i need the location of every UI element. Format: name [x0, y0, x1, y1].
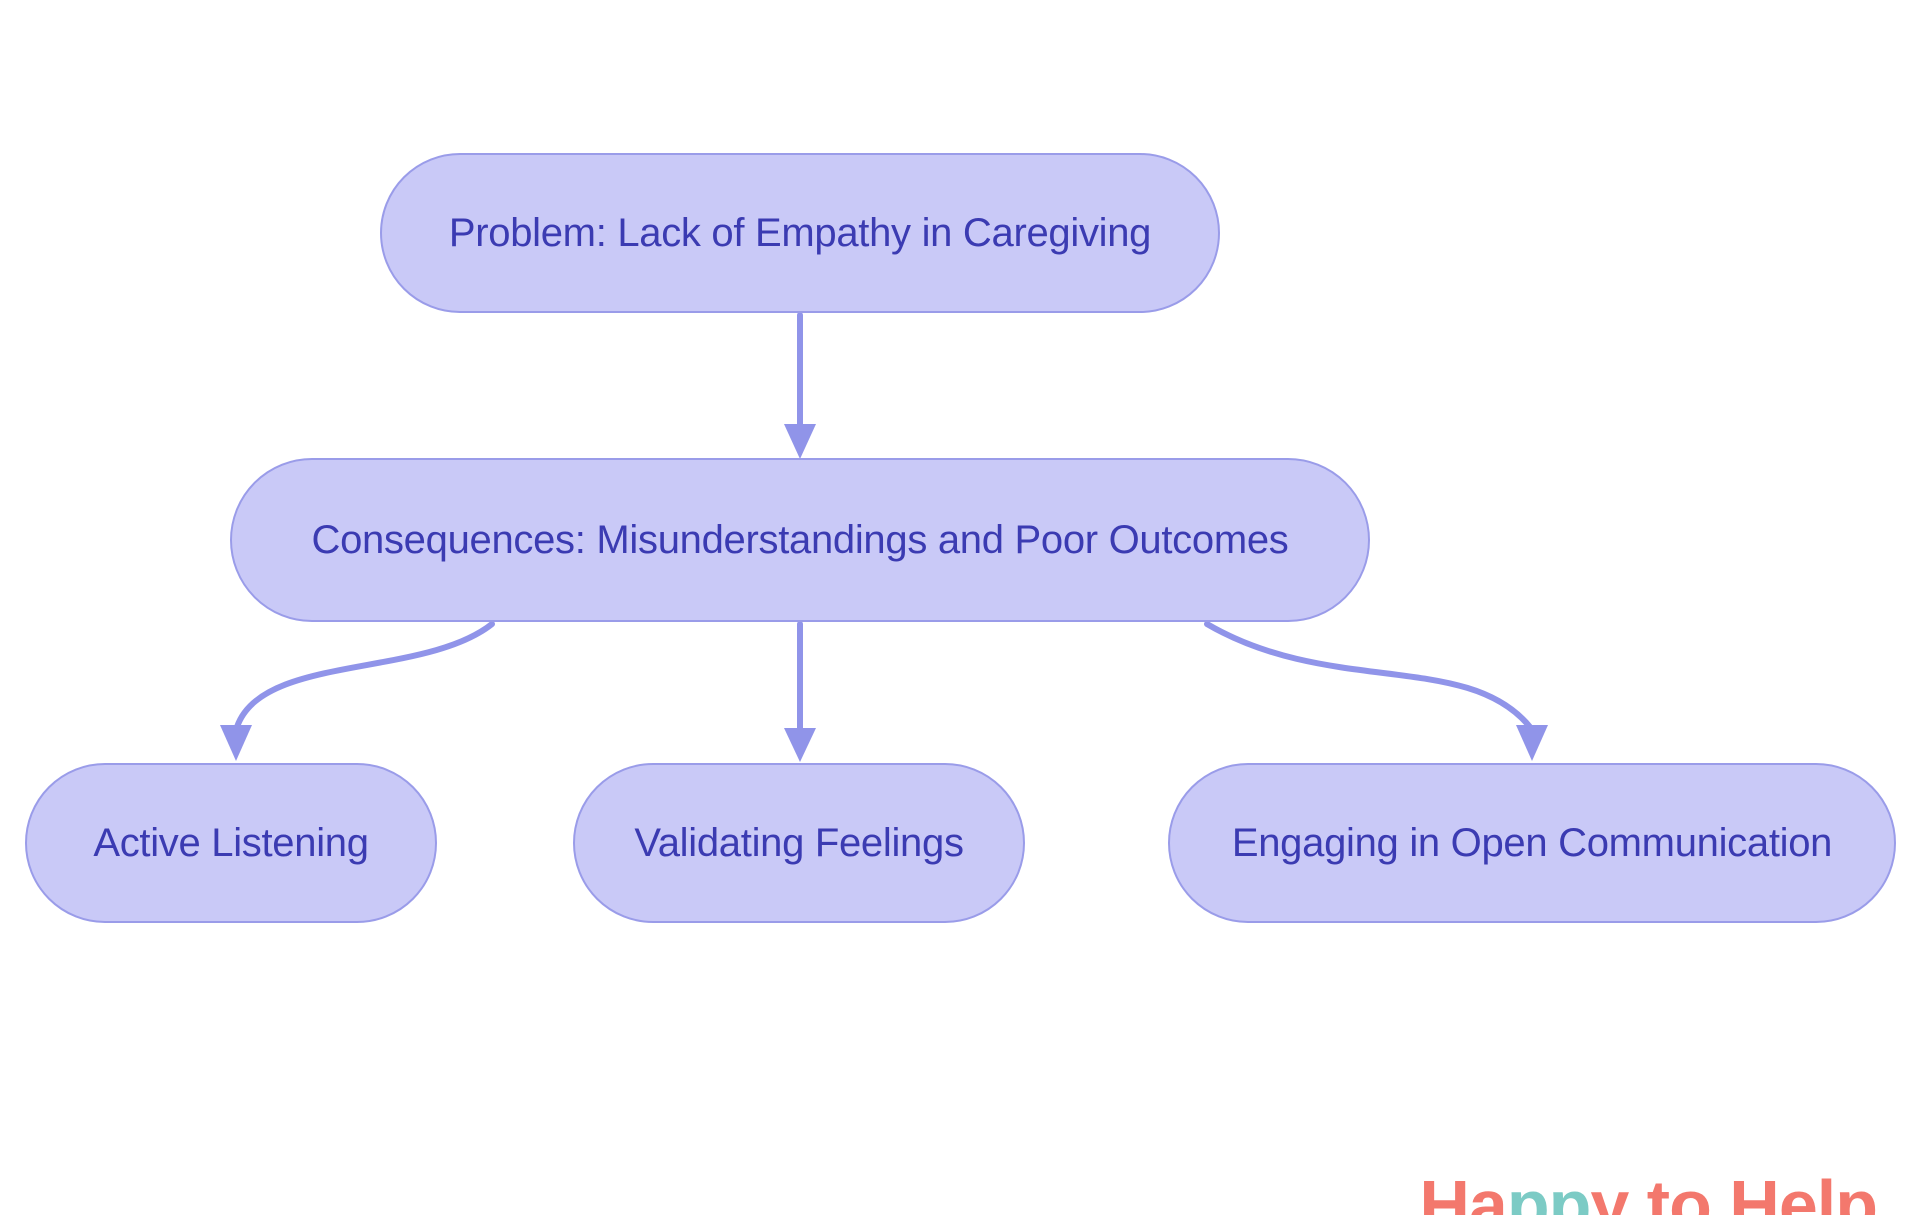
arrowhead-icon-consequences-validating-feelings	[784, 728, 816, 762]
node-consequences-label: Consequences: Misunderstandings and Poor…	[311, 518, 1289, 562]
wordmark-pp: pp	[1506, 1166, 1592, 1215]
node-problem: Problem: Lack of Empathy in Caregiving	[380, 153, 1220, 313]
arrowhead-icon-consequences-open-communication	[1516, 725, 1548, 761]
node-validating-feelings: Validating Feelings	[573, 763, 1025, 923]
wordmark-y-to: y to	[1590, 1166, 1730, 1215]
wordmark-ha: Ha	[1419, 1166, 1507, 1215]
arrowhead-icon-consequences-active-listening	[220, 725, 252, 761]
node-open-communication-label: Engaging in Open Communication	[1231, 821, 1833, 865]
edge-consequences-active-listening	[234, 621, 495, 730]
edge-consequences-open-communication	[1204, 621, 1533, 730]
node-problem-label: Problem: Lack of Empathy in Caregiving	[448, 211, 1152, 255]
wordmark-help: Help	[1729, 1166, 1878, 1215]
node-validating-feelings-label: Validating Feelings	[634, 821, 964, 865]
node-active-listening: Active Listening	[25, 763, 437, 923]
arrowhead-icon-problem-consequences	[784, 424, 816, 459]
node-open-communication: Engaging in Open Communication	[1168, 763, 1896, 923]
node-active-listening-label: Active Listening	[93, 821, 369, 865]
node-consequences: Consequences: Misunderstandings and Poor…	[230, 458, 1370, 622]
